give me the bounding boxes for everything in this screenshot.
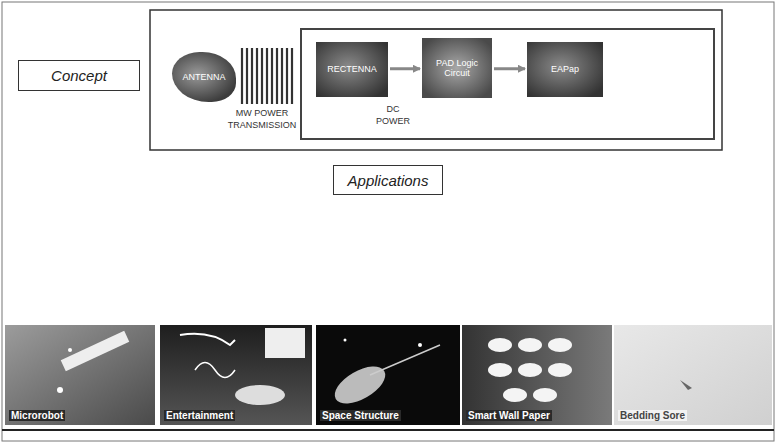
node-label: Entertainment bbox=[164, 410, 235, 421]
node-label: Space Structure bbox=[320, 410, 401, 421]
node-label: EAPap bbox=[551, 64, 579, 74]
annotation-label: MW POWER TRANSMISSION bbox=[222, 108, 302, 131]
application-image: Space Structure bbox=[316, 325, 460, 425]
logic-circuit-box: PAD Logic Circuit bbox=[422, 38, 492, 98]
flow-arrow bbox=[390, 67, 420, 70]
node-label: Bedding Sore bbox=[618, 410, 687, 421]
application-image: Entertainment bbox=[160, 325, 312, 425]
node-label: Smart Wall Paper bbox=[466, 410, 552, 421]
application-image: Microrobot bbox=[5, 325, 155, 425]
node-label: Microrobot bbox=[9, 410, 65, 421]
node-label: Concept bbox=[51, 67, 107, 84]
node-label: DC POWER bbox=[372, 104, 414, 127]
node-label: ANTENNA bbox=[182, 72, 225, 82]
eapap-box: EAPap bbox=[527, 42, 603, 97]
power-group-box: DC POWER RECTENNA PAD Logic Circuit EAPap bbox=[300, 28, 715, 140]
node-label: PAD Logic Circuit bbox=[425, 58, 489, 79]
antenna-shape: ANTENNA bbox=[172, 52, 236, 102]
applications-box: Applications bbox=[333, 165, 443, 195]
flow-arrow bbox=[494, 67, 525, 70]
application-image: Bedding Sore bbox=[614, 325, 772, 425]
concept-box: Concept bbox=[18, 60, 140, 91]
rectenna-box: RECTENNA bbox=[316, 42, 388, 97]
node-label: Applications bbox=[348, 172, 429, 189]
application-image: Smart Wall Paper bbox=[462, 325, 612, 425]
node-label: RECTENNA bbox=[327, 64, 377, 74]
